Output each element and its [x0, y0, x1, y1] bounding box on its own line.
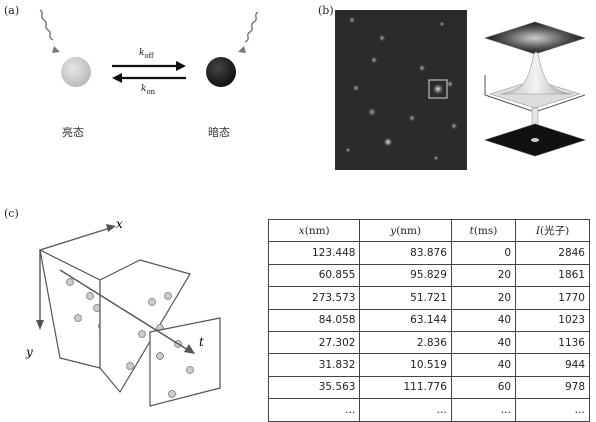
col-header-i: I(光子) — [515, 218, 590, 243]
psf-3d-render — [484, 21, 586, 157]
col-header-y: y(nm) — [359, 218, 452, 243]
k-on-arrow — [112, 73, 186, 83]
selected-emitter — [432, 83, 444, 95]
col-header-x: x(nm) — [267, 218, 361, 243]
dark-state-label: 暗态 — [208, 126, 230, 139]
image-frame-3 — [149, 317, 221, 407]
excitation-light-arrow-right — [244, 11, 259, 43]
k-off-arrow — [112, 61, 186, 71]
dark-state-molecule — [206, 57, 236, 87]
panel-b-images — [335, 10, 586, 170]
k-off-label: koff — [139, 48, 154, 60]
bright-state-molecule — [61, 57, 91, 87]
panel-label-b: (b) — [318, 4, 334, 17]
k-on-label: kon — [141, 84, 156, 96]
y-axis-arrow — [36, 250, 44, 330]
t-axis-label: t — [199, 335, 204, 349]
image-frame-1 — [39, 248, 106, 369]
selection-box — [428, 79, 448, 99]
col-header-t: t(ms) — [450, 218, 517, 243]
bright-state-label: 亮态 — [62, 126, 84, 139]
arrowhead-right — [238, 46, 246, 53]
gaussian-peak — [499, 51, 573, 95]
y-axis-label: y — [25, 345, 33, 359]
excitation-light-arrow-left — [39, 9, 54, 41]
table-header-row: x(nm) y(nm) t(ms) I(光子) — [267, 218, 590, 243]
fluorescence-image — [335, 10, 467, 170]
panel-label-a: (a) — [4, 4, 20, 17]
t-axis-arrow — [59, 269, 195, 354]
panel-label-c: (c) — [4, 207, 19, 220]
image-frame-2 — [99, 259, 191, 394]
panel-a-diagram — [39, 9, 259, 87]
top-intensity-plane — [484, 21, 586, 55]
x-axis-arrow — [39, 224, 116, 251]
arrowhead-left — [52, 46, 60, 53]
panel-c-diagram: x y t — [25, 217, 221, 407]
table-row: ………… — [267, 398, 590, 422]
x-axis-label: x — [116, 217, 123, 231]
